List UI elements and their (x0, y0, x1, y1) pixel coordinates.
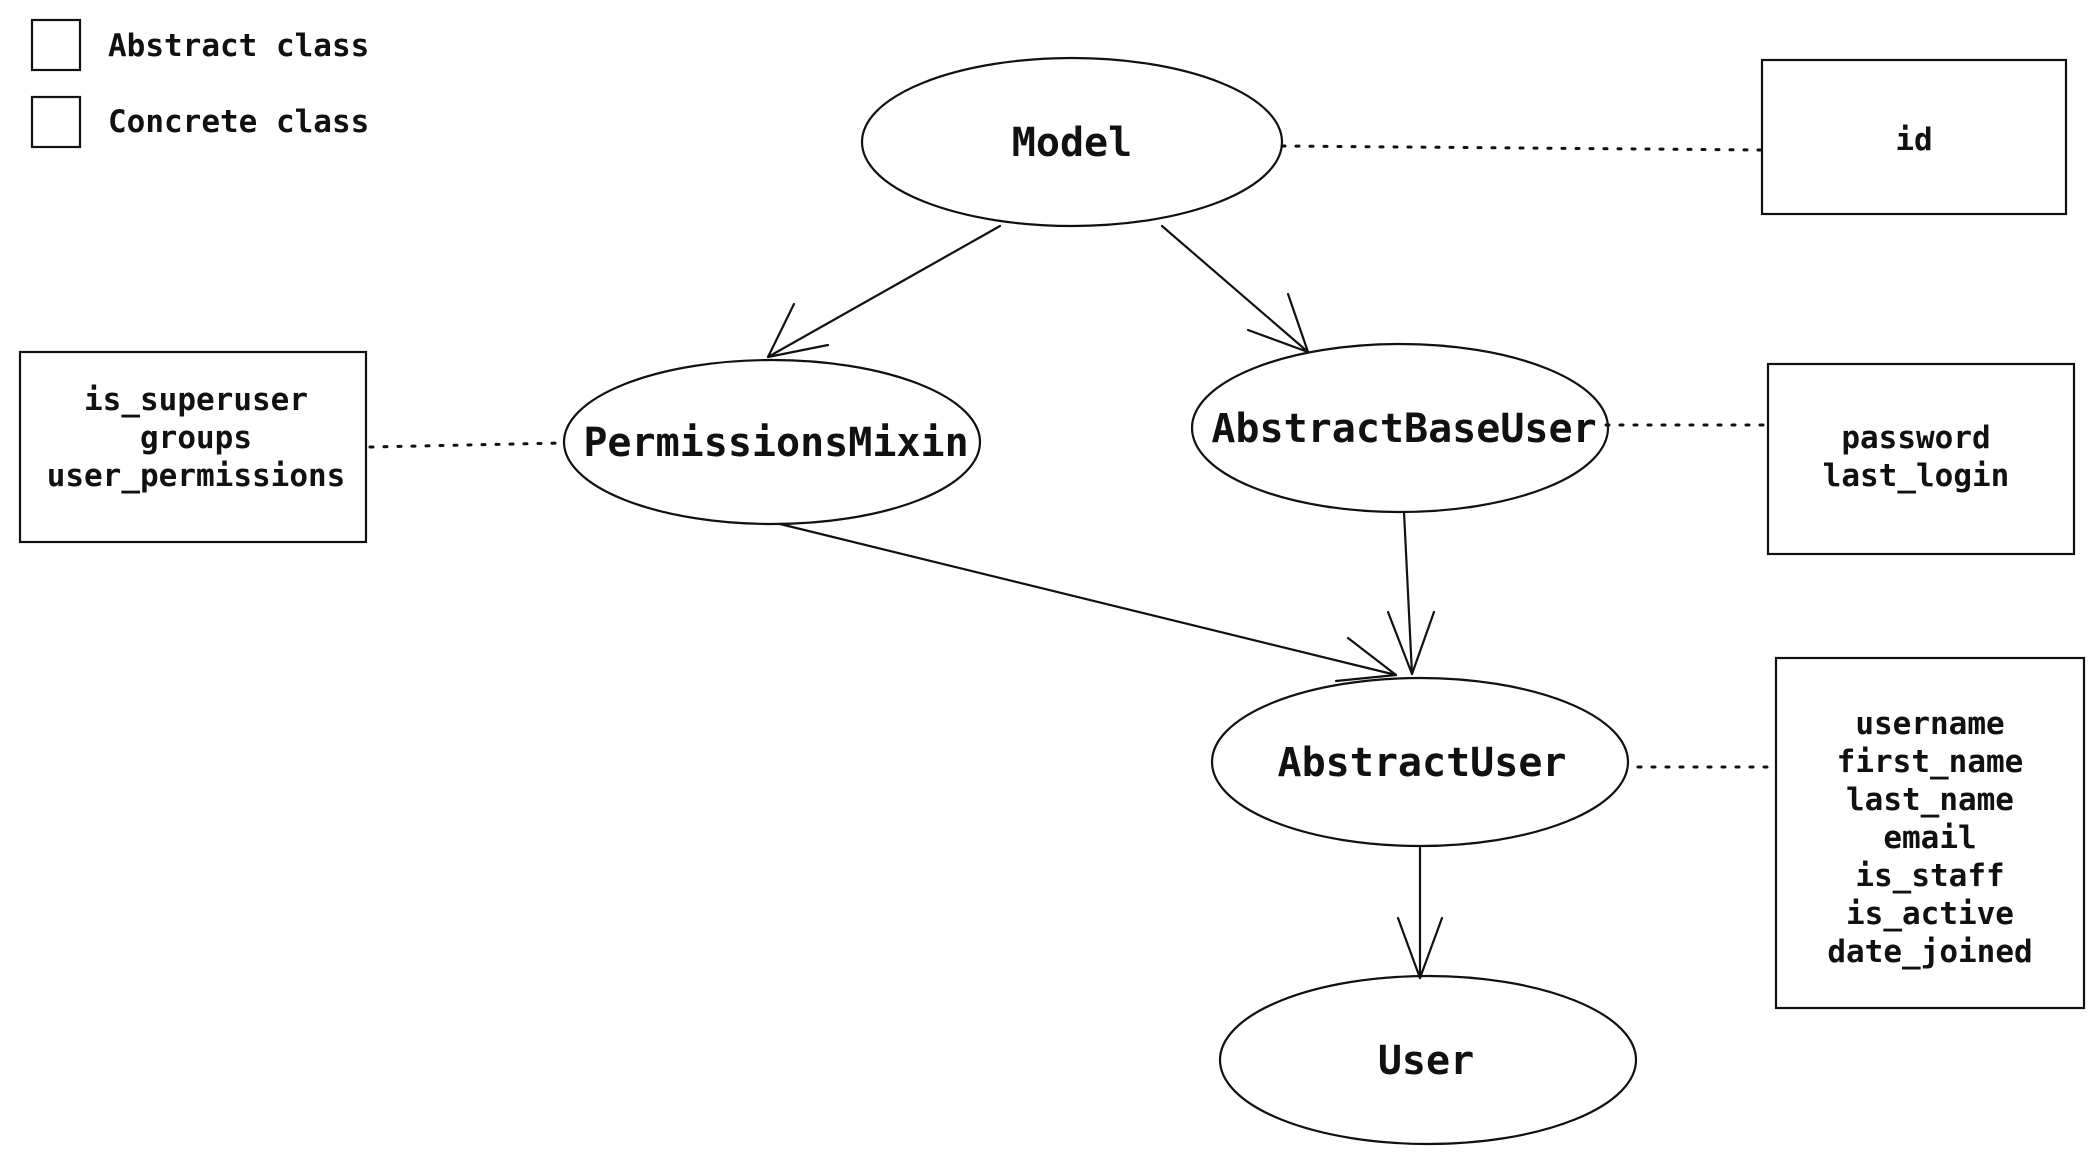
node-abstractbaseuser-label: AbstractBaseUser (1211, 406, 1596, 452)
legend-concrete-label: Concrete class (108, 104, 369, 140)
node-abstractbaseuser: AbstractBaseUser (1190, 342, 1610, 514)
attr-item: last_login (1823, 458, 2010, 494)
attr-item: id (1895, 122, 1932, 158)
node-abstractbaseuser-shape (1190, 342, 1610, 514)
inheritance-edges (766, 224, 1444, 980)
attrs-permissionsmixin-box (18, 350, 368, 544)
edge-permissionsmixin-to-abstractuser (778, 522, 1398, 683)
attrs-permissionsmixin: is_superuser groups user_permissions (18, 350, 368, 544)
attr-item: first_name (1837, 744, 2024, 780)
legend-concrete-item: Concrete class (30, 95, 369, 149)
attr-item: date_joined (1827, 934, 2032, 970)
attr-item: email (1883, 820, 1976, 856)
node-abstractuser: AbstractUser (1210, 676, 1630, 848)
node-user: User (1218, 974, 1638, 1146)
attrs-abstractbaseuser: password last_login (1766, 362, 2076, 556)
node-permissionsmixin-label: PermissionsMixin (583, 420, 968, 466)
edge-model-to-permissionsmixin (766, 224, 1002, 359)
legend-abstract-swatch (30, 18, 82, 72)
model-attrs-link (1280, 144, 1764, 152)
node-model: Model (860, 56, 1284, 228)
node-user-shape (1218, 974, 1638, 1146)
attr-item: is_staff (1855, 858, 2004, 894)
attr-item: is_active (1846, 896, 2014, 932)
legend-abstract-item: Abstract class (30, 18, 369, 72)
node-permissionsmixin-shape (562, 358, 982, 526)
attrs-model-box (1760, 58, 2068, 216)
edge-abstractuser-to-user (1396, 846, 1444, 980)
legend-concrete-swatch (30, 95, 82, 149)
edge-model-to-abstractbaseuser (1160, 224, 1310, 354)
attrs-abstractuser: username first_name last_name email is_s… (1774, 656, 2086, 1010)
attr-item: groups (140, 420, 252, 456)
node-model-shape (860, 56, 1284, 228)
attrs-abstractbaseuser-box (1766, 362, 2076, 556)
node-abstractuser-label: AbstractUser (1278, 740, 1567, 786)
attr-item: password (1841, 420, 1990, 456)
node-model-label: Model (1012, 120, 1132, 166)
attr-item: username (1855, 706, 2004, 742)
attr-item: user_permissions (47, 458, 346, 494)
edge-abstractbaseuser-to-abstractuser (1386, 510, 1436, 676)
attrs-abstractuser-box (1774, 656, 2086, 1010)
node-user-label: User (1378, 1038, 1474, 1084)
attr-item: last_name (1846, 782, 2014, 818)
attrs-model: id (1760, 58, 2068, 216)
attr-item: is_superuser (84, 382, 308, 418)
legend: Abstract class Concrete class (30, 18, 369, 149)
node-permissionsmixin: PermissionsMixin (562, 358, 982, 526)
node-abstractuser-shape (1210, 676, 1630, 848)
legend-abstract-label: Abstract class (108, 28, 369, 64)
association-lines (368, 144, 1778, 769)
permissions-attrs-link (368, 441, 565, 449)
